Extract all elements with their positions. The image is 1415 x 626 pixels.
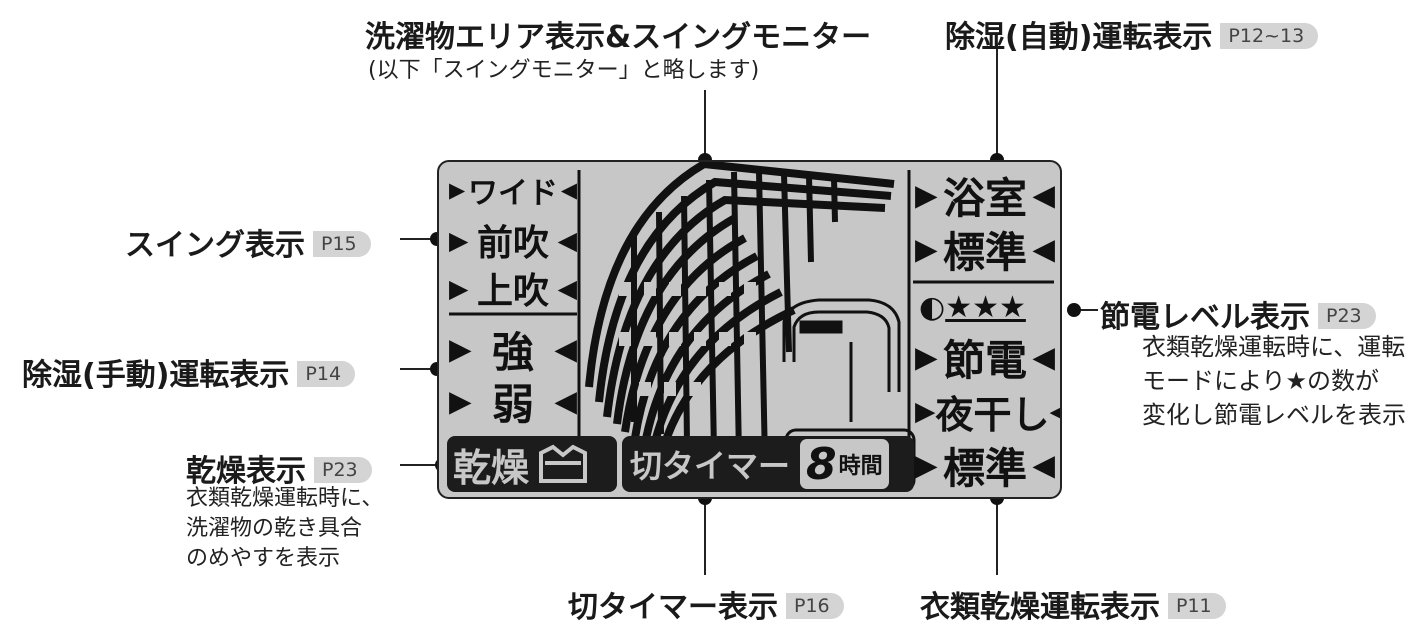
page-ref-badge: P14 <box>297 360 356 387</box>
lcd-item-power-save: ▶節電◀ <box>915 335 1055 385</box>
lcd-graphics <box>449 162 1054 492</box>
page-ref-badge: P15 <box>313 230 371 257</box>
page-ref-badge: P23 <box>1318 302 1376 329</box>
lcd-item-standard-bottom: ▶標準◀ <box>915 443 1055 493</box>
lcd-item-weak: ▶弱◀ <box>449 379 577 429</box>
page-ref-badge: P16 <box>786 592 844 619</box>
lcd-item-wide: ▶ワイド◀ <box>449 176 577 211</box>
leader-dot <box>1067 303 1081 317</box>
callout-dry-desc: 衣類乾燥運転時に、 洗濯物の乾き具合 のめやすを表示 <box>186 486 384 571</box>
lcd-eco-stars: ◐★★★ <box>919 290 1026 325</box>
timer-digit: 8 <box>806 438 837 490</box>
lcd-item-up-blow: ▶上吹◀ <box>449 271 577 312</box>
swing-monitor-cells <box>619 282 756 396</box>
lcd-item-bathroom: ▶浴室◀ <box>915 173 1055 223</box>
lcd-panel: ▶ワイド◀ ▶前吹◀ ▶上吹◀ ▶強◀ ▶弱◀ 乾燥 切タイマー 8 時間 ▶浴… <box>437 160 1062 499</box>
lcd-item-front-blow: ▶前吹◀ <box>449 223 577 264</box>
page-ref-badge: P23 <box>314 456 372 483</box>
page-ref-badge: P11 <box>1168 592 1226 619</box>
callout-swing-monitor-title: 洗濯物エリア表示&スイングモニター <box>365 20 872 55</box>
lcd-dry-indicator: 乾燥 <box>447 436 617 492</box>
lcd-off-timer: 切タイマー 8 時間 <box>622 436 914 492</box>
page-ref-badge: P12~13 <box>1220 22 1319 49</box>
lcd-item-night-dry: ▶夜干し◀ <box>915 392 1060 437</box>
lcd-item-standard-top: ▶標準◀ <box>915 227 1055 277</box>
timer-unit: 時間 <box>838 454 883 479</box>
callout-swing-monitor-subtitle: (以下「スイングモニター」と略します) <box>368 58 760 83</box>
callout-power-save-desc: 衣類乾燥運転時に、運転 モードにより★の数が 変化し節電レベルを表示 <box>1142 333 1406 429</box>
hanger-icon <box>782 298 901 422</box>
eco-icon: ◐ <box>919 290 946 325</box>
lcd-item-strong: ▶強◀ <box>449 327 577 377</box>
swing-monitor-verticals <box>631 171 838 463</box>
shirt-icon <box>539 444 588 483</box>
